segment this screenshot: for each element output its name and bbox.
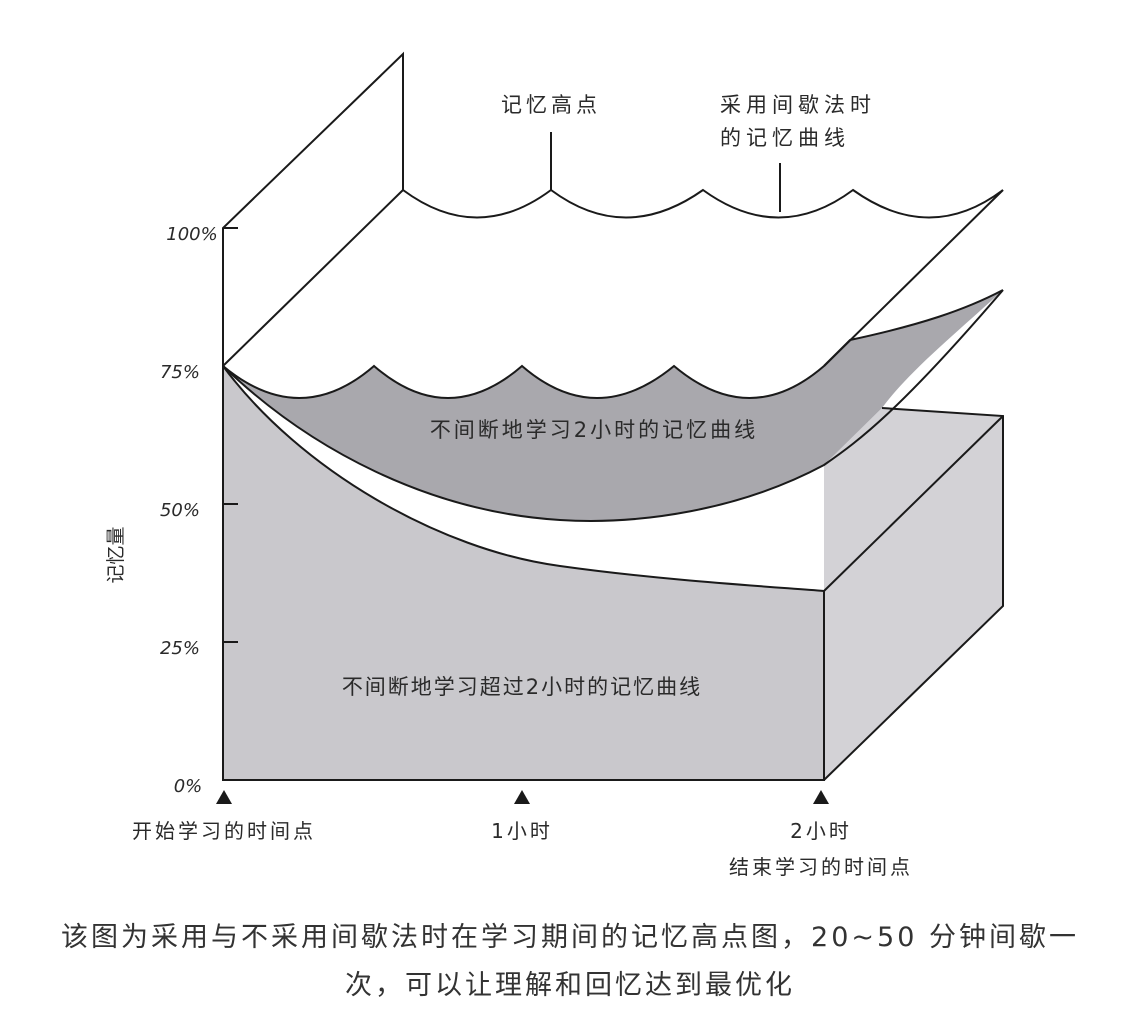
marker-1h-triangle <box>514 790 530 804</box>
x-label-2h: 2小时 <box>790 819 852 843</box>
y-tick-0: 0% <box>174 776 203 797</box>
caption-line-2: 次，可以让理解和回忆达到最优化 <box>345 970 795 1001</box>
memory-curve-diagram: 100% 75% 50% 25% 0% 记忆量 开始学习的时间点 1小时 2小时… <box>105 51 1004 879</box>
annotation-continuous-2h: 不间断地学习2小时的记忆曲线 <box>430 418 758 442</box>
block-front-face <box>223 366 824 780</box>
marker-start-triangle <box>216 790 232 804</box>
marker-2h-triangle <box>813 790 829 804</box>
spaced-learning-surface <box>222 51 1004 399</box>
annotation-spaced-line1: 采用间歇法时 <box>720 93 876 117</box>
x-label-end: 结束学习的时间点 <box>729 855 913 879</box>
y-tick-75: 75% <box>160 362 200 383</box>
y-tick-50: 50% <box>160 500 200 521</box>
annotation-peak: 记忆高点 <box>501 93 601 117</box>
y-axis-ticks <box>223 227 238 643</box>
x-label-start: 开始学习的时间点 <box>132 819 316 843</box>
y-axis-title: 记忆量 <box>105 526 127 583</box>
annotation-spaced-line2: 的记忆曲线 <box>720 126 850 150</box>
caption-line-1: 该图为采用与不采用间歇法时在学习期间的记忆高点图，20~50 分钟间歇一 <box>61 922 1079 953</box>
continuous-2h-surface <box>223 290 1003 521</box>
annotation-continuous-over-2h: 不间断地学习超过2小时的记忆曲线 <box>342 675 702 699</box>
block-outlines <box>222 289 1004 781</box>
y-tick-25: 25% <box>160 638 200 659</box>
x-axis-markers <box>216 790 829 804</box>
y-tick-100: 100% <box>166 224 217 245</box>
block-side-face <box>824 408 1003 780</box>
x-label-1h: 1小时 <box>491 819 553 843</box>
